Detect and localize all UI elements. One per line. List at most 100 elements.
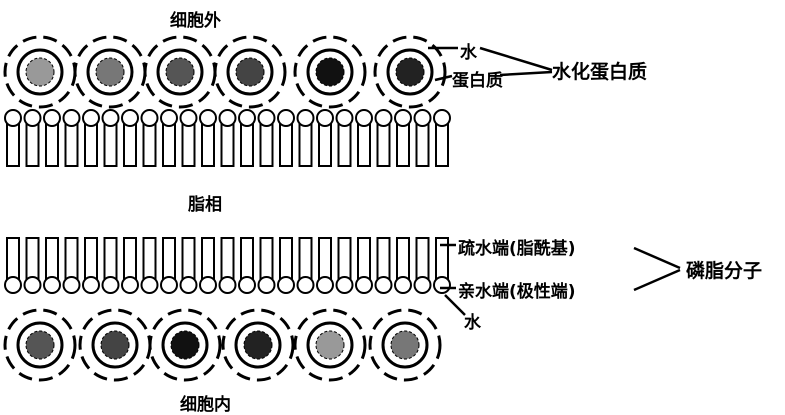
water-shell bbox=[293, 35, 367, 109]
leader-line bbox=[434, 74, 453, 82]
lipid-head bbox=[4, 109, 22, 127]
lipid-tail bbox=[123, 237, 137, 283]
lipid-head bbox=[199, 109, 217, 127]
lipid-tail bbox=[6, 237, 20, 283]
label-intracellular: 细胞内 bbox=[180, 395, 231, 415]
label-phospholipid: 磷脂分子 bbox=[686, 260, 763, 282]
lipid-tail bbox=[396, 237, 410, 283]
water-shell bbox=[373, 35, 447, 109]
lipid-head bbox=[335, 276, 354, 294]
lipid-head bbox=[316, 276, 334, 294]
leader-line bbox=[633, 268, 681, 292]
lipid-tail bbox=[279, 237, 293, 283]
lipid-tail bbox=[201, 237, 215, 283]
label-water-top: 水 bbox=[460, 43, 477, 63]
label-hydrated-protein: 水化蛋白质 bbox=[552, 61, 648, 83]
protein-core bbox=[315, 330, 345, 360]
protein-core bbox=[315, 57, 345, 87]
leader-line bbox=[633, 246, 681, 270]
lipid-tail bbox=[376, 237, 391, 283]
lipid-head bbox=[140, 276, 159, 294]
protein-core bbox=[170, 330, 200, 360]
lipid-tail bbox=[337, 237, 352, 283]
lipid-head bbox=[238, 276, 256, 294]
lipid-tail bbox=[103, 237, 118, 283]
lipid-head bbox=[62, 109, 81, 127]
protein-core bbox=[165, 57, 195, 87]
lipid-head bbox=[23, 109, 42, 127]
label-water-bottom: 水 bbox=[464, 313, 481, 333]
label-extracellular: 细胞外 bbox=[170, 11, 221, 31]
lipid-head bbox=[218, 109, 237, 127]
lipid-head bbox=[43, 109, 61, 127]
lipid-head bbox=[257, 109, 276, 127]
lipid-tail bbox=[415, 237, 430, 283]
lipid-tail bbox=[240, 237, 254, 283]
lipid-head bbox=[335, 109, 354, 127]
lipid-head bbox=[257, 276, 276, 294]
lipid-head bbox=[82, 109, 100, 127]
leader-line bbox=[444, 294, 466, 316]
protein-core bbox=[100, 330, 130, 360]
lipid-head bbox=[23, 276, 42, 294]
lipid-tail bbox=[25, 237, 40, 283]
lipid-head bbox=[121, 276, 139, 294]
label-hydrophobic-end: 疏水端(脂酰基) bbox=[458, 239, 576, 259]
lipid-head bbox=[62, 276, 81, 294]
lipid-head bbox=[160, 109, 178, 127]
lipid-head bbox=[296, 109, 315, 127]
water-shell bbox=[3, 308, 77, 382]
lipid-tail bbox=[318, 237, 332, 283]
lipid-head bbox=[238, 109, 256, 127]
label-protein: 蛋白质 bbox=[452, 71, 503, 91]
lipid-head bbox=[433, 276, 451, 294]
water-shell bbox=[213, 35, 287, 109]
lipid-tail bbox=[84, 237, 98, 283]
lipid-head bbox=[277, 276, 295, 294]
protein-core bbox=[235, 57, 265, 87]
lipid-head bbox=[101, 109, 120, 127]
lipid-head bbox=[413, 109, 432, 127]
lipid-head bbox=[140, 109, 159, 127]
lipid-head bbox=[179, 109, 198, 127]
lipid-head bbox=[121, 109, 139, 127]
lipid-head bbox=[199, 276, 217, 294]
lipid-head bbox=[355, 276, 373, 294]
label-hydrophilic-end: 亲水端(极性端) bbox=[458, 282, 576, 302]
lipid-tail bbox=[357, 237, 371, 283]
lipid-tail bbox=[298, 237, 313, 283]
lipid-tail bbox=[64, 237, 79, 283]
water-shell bbox=[221, 308, 295, 382]
lipid-head bbox=[160, 276, 178, 294]
protein-core bbox=[25, 330, 55, 360]
lipid-tail bbox=[181, 237, 196, 283]
protein-core bbox=[95, 57, 125, 87]
protein-core bbox=[25, 57, 55, 87]
lipid-tail bbox=[142, 237, 157, 283]
lipid-head bbox=[316, 109, 334, 127]
protein-core bbox=[395, 57, 425, 87]
water-shell bbox=[148, 308, 222, 382]
lipid-head bbox=[4, 276, 22, 294]
lipid-head bbox=[433, 109, 451, 127]
lipid-head bbox=[394, 276, 412, 294]
lipid-tail bbox=[162, 237, 176, 283]
lipid-head bbox=[413, 276, 432, 294]
leader-line bbox=[499, 70, 553, 77]
water-shell bbox=[293, 308, 367, 382]
protein-core bbox=[243, 330, 273, 360]
lipid-tail bbox=[45, 237, 59, 283]
lipid-head bbox=[374, 109, 393, 127]
lipid-head bbox=[374, 276, 393, 294]
lipid-tail bbox=[259, 237, 274, 283]
lipid-head bbox=[355, 109, 373, 127]
lipid-head bbox=[218, 276, 237, 294]
leader-line bbox=[479, 46, 553, 72]
lipid-head bbox=[296, 276, 315, 294]
lipid-head bbox=[43, 276, 61, 294]
protein-core bbox=[390, 330, 420, 360]
lipid-head bbox=[394, 109, 412, 127]
lipid-head bbox=[277, 109, 295, 127]
